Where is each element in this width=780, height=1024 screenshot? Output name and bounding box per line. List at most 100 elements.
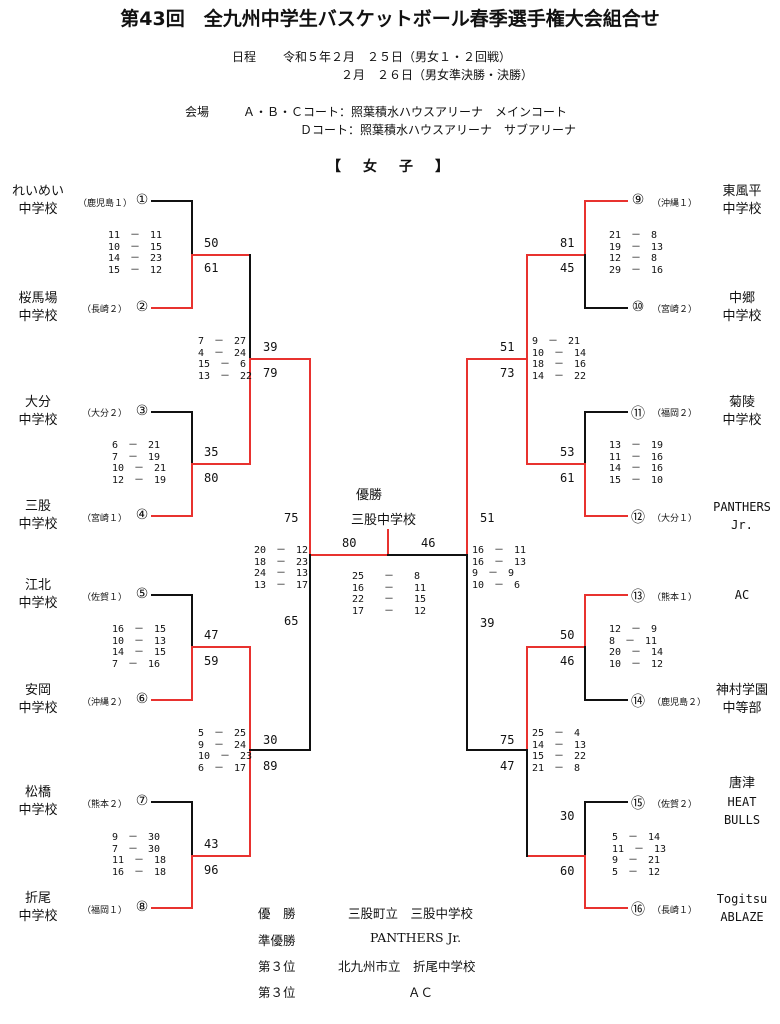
match-r1-6-score-top: 53	[560, 445, 575, 459]
team-8-name: 折尾中学校	[18, 891, 58, 924]
summary-value-1: 三股町立 三股中学校	[348, 906, 474, 921]
team-8-seed: ⑧	[135, 899, 149, 915]
team-13-name: AC	[734, 588, 750, 602]
match-r1-4-score-top: 43	[204, 837, 219, 851]
team-10-name: 中郷中学校	[722, 291, 762, 324]
match-r2-1-score-bottom: 79	[263, 366, 278, 380]
team-4-seed: ④	[135, 507, 149, 523]
team-2-name: 桜馬場中学校	[18, 291, 58, 324]
team-14-prefecture: （鹿児島２）	[652, 698, 707, 708]
match-r1-5-score-bottom: 45	[560, 261, 575, 275]
team-10-seed: ⑩	[631, 299, 645, 315]
team-1-seed: ①	[135, 192, 149, 208]
match-r1-2-score-top: 35	[204, 445, 219, 459]
match-r1-8-score-top: 30	[560, 809, 575, 823]
team-9-seed: ⑨	[631, 192, 645, 208]
schedule-line-1: 令和５年２月 ２５日（男女１・２回戦）	[283, 50, 512, 64]
match-sf-left-score-top: 75	[284, 511, 299, 525]
match-r1-1-score-top: 50	[204, 236, 219, 250]
match-r1-3-score-top: 47	[204, 628, 219, 642]
schedule-label: 日程	[232, 50, 257, 64]
summary-label-4: 第３位	[258, 985, 296, 1000]
match-sf-right-score-top: 51	[480, 511, 495, 525]
team-11-seed: ⑪	[631, 406, 645, 422]
team-3-seed: ③	[135, 403, 149, 419]
team-9-name: 東風平中学校	[722, 184, 762, 217]
match-r2-1-score-top: 39	[263, 340, 278, 354]
match-r1-6-score-bottom: 61	[560, 471, 575, 485]
team-10-prefecture: （宮崎２）	[652, 305, 698, 315]
team-1-name: れいめい中学校	[11, 184, 64, 217]
summary-label-3: 第３位	[258, 959, 296, 974]
match-r2-4-score-top: 75	[500, 733, 515, 747]
summary-label-1: 優 勝	[258, 906, 296, 921]
match-r1-8-score-bottom: 60	[560, 864, 575, 878]
champion-label: 優勝	[356, 488, 383, 503]
summary-value-3: 北九州市立 折尾中学校	[338, 959, 476, 974]
team-2-prefecture: （長崎２）	[82, 305, 128, 315]
match-r2-4-score-bottom: 47	[500, 759, 515, 773]
venue-line-2: Ｄコート：照葉積水ハウスアリーナ サブアリーナ	[300, 123, 577, 137]
match-sf-right-score-bottom: 39	[480, 616, 495, 630]
team-15-prefecture: （佐賀２）	[652, 800, 698, 810]
match-r1-5-score-top: 81	[560, 236, 575, 250]
champion-name: 三股中学校	[351, 513, 417, 528]
team-5-name: 江北中学校	[18, 578, 58, 611]
team-11-prefecture: （福岡２）	[652, 409, 698, 419]
section-title: 【 女 子 】	[327, 159, 453, 175]
team-7-prefecture: （熊本２）	[82, 800, 128, 810]
team-2-seed: ②	[135, 299, 149, 315]
team-6-seed: ⑥	[135, 691, 149, 707]
team-16-prefecture: （長崎１）	[652, 906, 698, 916]
venue-line-1: Ａ・Ｂ・Ｃコート：照葉積水ハウスアリーナ メインコート	[243, 105, 568, 119]
team-6-prefecture: （沖縄２）	[82, 698, 128, 708]
team-12-prefecture: （大分１）	[652, 514, 698, 524]
match-r2-3-score-bottom: 73	[500, 366, 515, 380]
match-r1-3-score-bottom: 59	[204, 654, 219, 668]
team-8-prefecture: （福岡１）	[82, 906, 128, 916]
team-7-name: 松橋中学校	[18, 785, 58, 818]
team-13-seed: ⑬	[631, 589, 645, 605]
team-9-prefecture: （沖縄１）	[652, 199, 698, 209]
team-3-name: 大分中学校	[18, 395, 58, 428]
match-r1-7-score-bottom: 46	[560, 654, 575, 668]
team-4-name: 三股中学校	[18, 499, 58, 532]
team-1-prefecture: （鹿児島１）	[78, 199, 133, 209]
team-11-name: 菊陵中学校	[722, 395, 762, 428]
match-r1-7-score-top: 50	[560, 628, 575, 642]
venue-label: 会場	[185, 105, 210, 119]
schedule-line-2: ２月 ２６日（男女準決勝・決勝）	[341, 68, 534, 82]
match-r2-3-score-top: 51	[500, 340, 515, 354]
team-16-seed: ⑯	[631, 902, 645, 918]
match-r1-1-score-bottom: 61	[204, 261, 219, 275]
summary-value-2: PANTHERS Jr.	[370, 930, 462, 945]
final-score-right: 46	[421, 536, 436, 550]
match-r1-4-score-bottom: 96	[204, 863, 219, 877]
page-title: 第43回 全九州中学生バスケットボール春季選手権大会組合せ	[120, 8, 660, 30]
match-r2-2-score-top: 30	[263, 733, 278, 747]
summary-value-4: ＡＣ	[408, 985, 434, 1000]
team-15-seed: ⑮	[631, 796, 645, 812]
team-3-prefecture: （大分２）	[82, 409, 128, 419]
match-sf-left-score-bottom: 65	[284, 614, 299, 628]
team-14-name: 神村学園中等部	[715, 683, 768, 716]
team-5-seed: ⑤	[135, 586, 149, 602]
